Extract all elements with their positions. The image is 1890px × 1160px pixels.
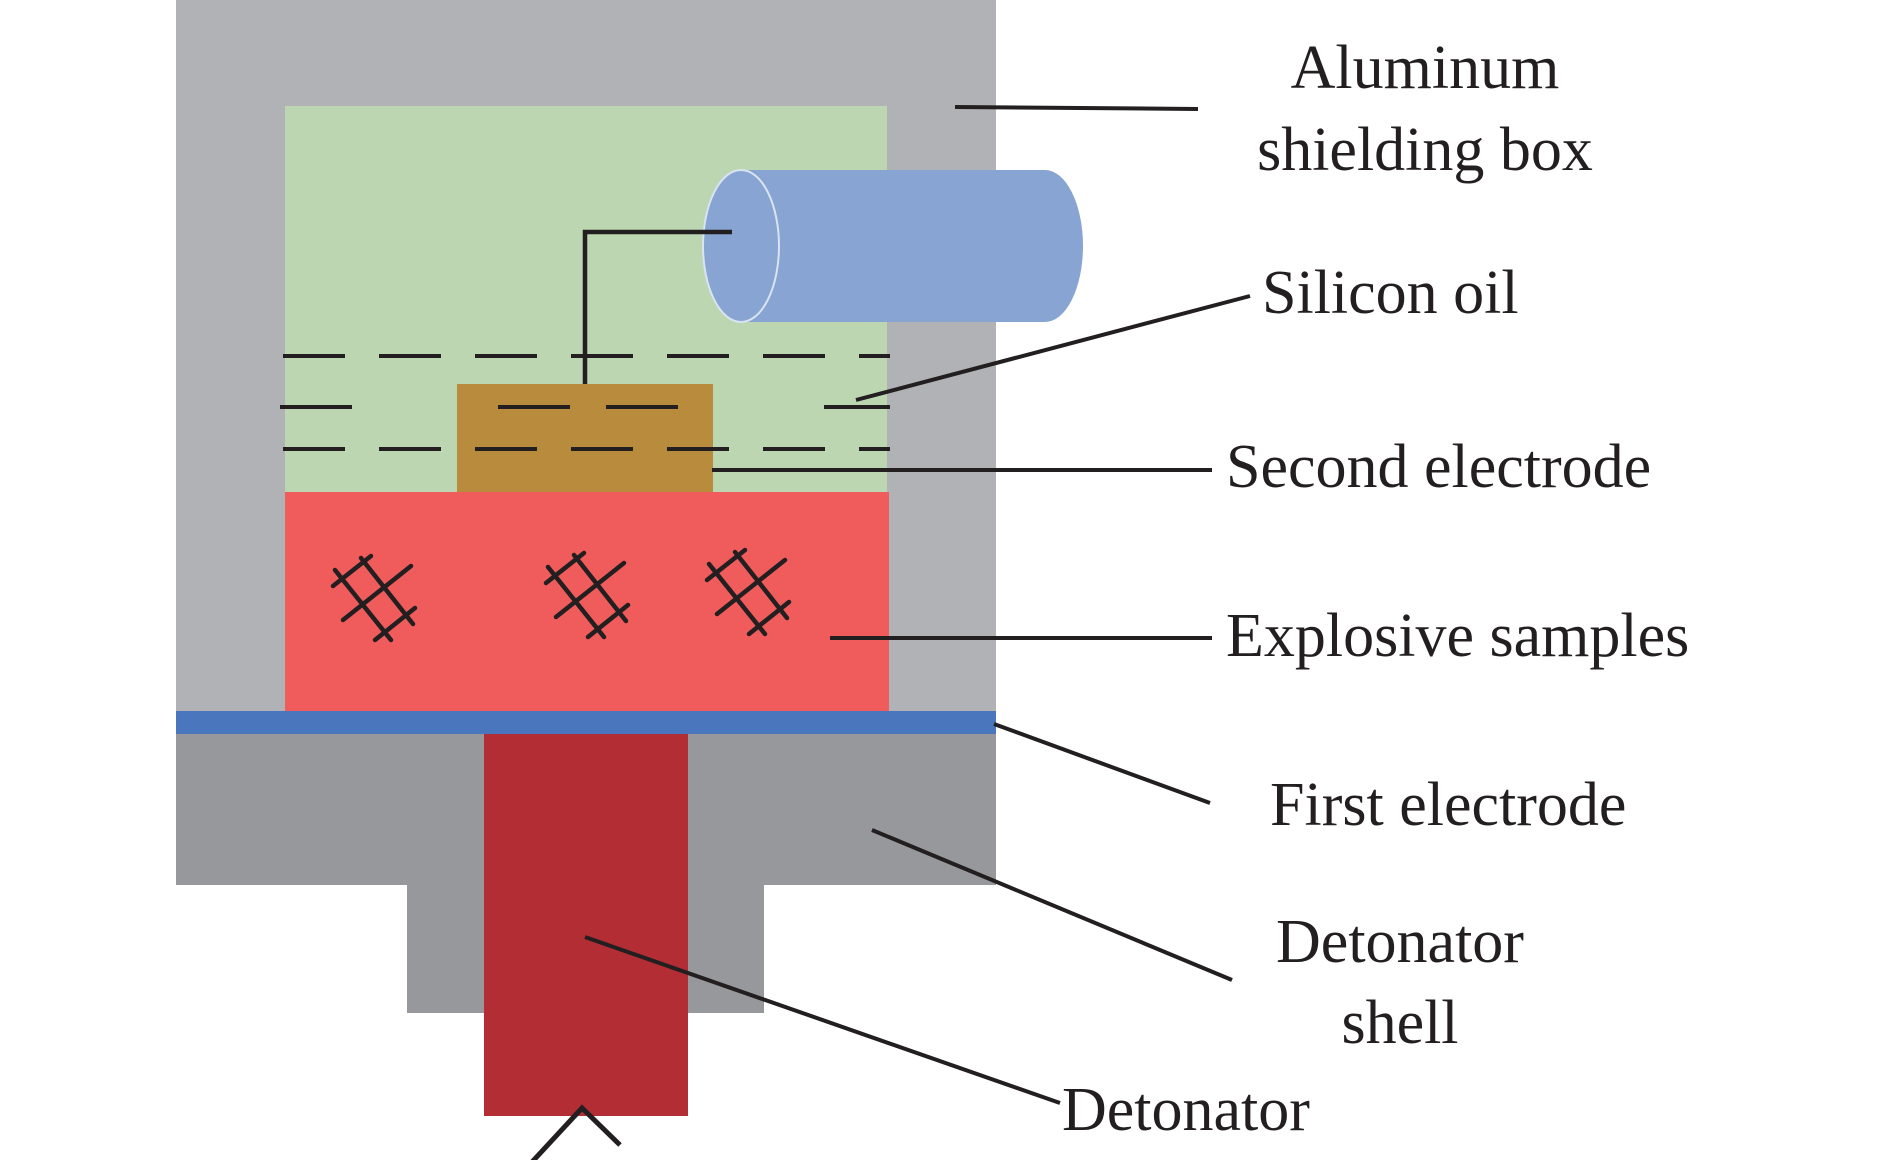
leader-lines <box>584 105 1251 1105</box>
label-aluminum-shielding-box-line1: Aluminum <box>1291 34 1560 102</box>
label-first-electrode: First electrode <box>1270 771 1626 839</box>
label-second-electrode: Second electrode <box>1226 433 1651 501</box>
label-detonator-shell-line2: shell <box>1341 989 1458 1057</box>
label-explosive-samples: Explosive samples <box>1226 602 1689 670</box>
electrode-wire <box>582 229 732 390</box>
label-aluminum-shielding-box-line2: shielding box <box>1257 116 1593 184</box>
explosive-samples <box>285 492 889 712</box>
second-electrode <box>457 384 713 492</box>
oil-level-lines <box>280 354 890 451</box>
signal-cable-icon <box>702 169 1083 323</box>
label-silicon-oil: Silicon oil <box>1262 259 1519 327</box>
label-detonator-shell-line1: Detonator <box>1276 908 1524 976</box>
label-detonator: Detonator <box>1062 1076 1310 1144</box>
first-electrode <box>176 711 996 734</box>
detonator-lead-icon <box>530 1104 622 1160</box>
explosive-hatch-marks <box>330 547 792 643</box>
detonator <box>484 734 688 1116</box>
